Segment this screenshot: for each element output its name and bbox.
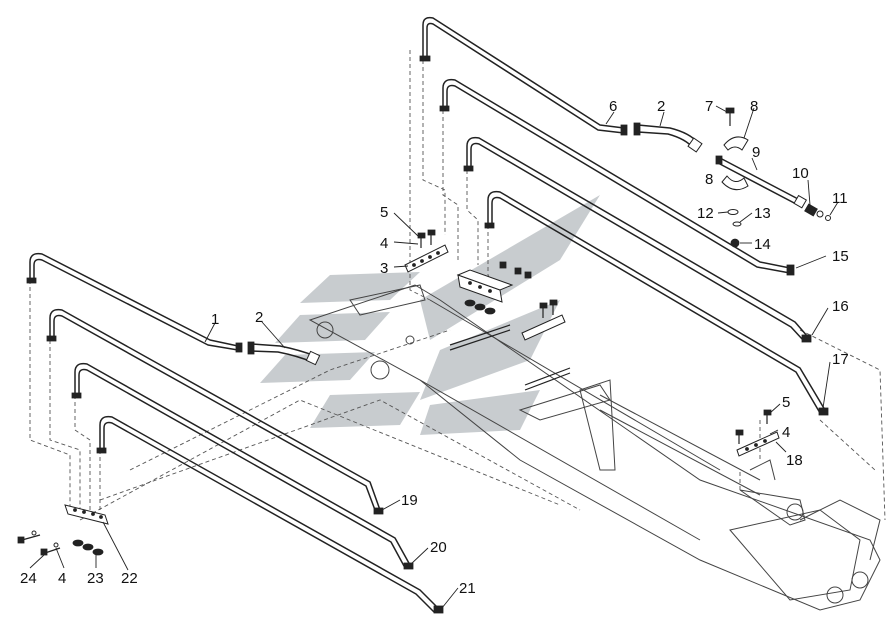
bolts-5-right (735, 409, 772, 444)
callout-19: 19 (401, 492, 418, 509)
washers-23 (72, 539, 104, 556)
callout-18: 18 (786, 452, 803, 469)
pipe-6 (419, 16, 628, 136)
pipe-20 (71, 362, 414, 570)
oring-11 (825, 215, 831, 221)
callout-2-upper: 2 (657, 98, 665, 115)
pipe-2-lower (247, 341, 321, 366)
bolts-24 (17, 530, 61, 556)
callout-8-lower: 8 (705, 171, 713, 188)
clamp-8-lower (721, 175, 749, 191)
callout-4-center: 4 (380, 235, 388, 252)
washer-12 (727, 209, 739, 215)
callout-21: 21 (459, 580, 476, 597)
callout-5-right: 5 (782, 394, 790, 411)
callout-23: 23 (87, 570, 104, 587)
center-block (456, 261, 532, 315)
callout-10: 10 (792, 165, 809, 182)
leader-lines (29, 105, 839, 609)
bolts-5-center (417, 229, 436, 248)
bracket-3 (404, 244, 449, 273)
clamp-8-upper (723, 136, 749, 151)
nut-14 (730, 238, 740, 248)
callout-3: 3 (380, 260, 388, 277)
pipe-21 (96, 415, 444, 614)
bracket-22 (64, 504, 109, 525)
washer-13 (732, 221, 742, 227)
callout-6: 6 (609, 98, 617, 115)
pipe-2-upper (633, 122, 703, 153)
callout-16: 16 (832, 298, 849, 315)
alignment-lines (29, 50, 886, 521)
callout-9: 9 (752, 144, 760, 161)
bolt-7 (725, 107, 735, 126)
callout-4-lower: 4 (58, 570, 66, 587)
bracket-18 (736, 431, 780, 457)
callout-7: 7 (705, 98, 713, 115)
pipe-19 (46, 308, 384, 515)
callout-12: 12 (697, 205, 714, 222)
clip-strips (449, 324, 571, 391)
callout-14: 14 (754, 236, 771, 253)
callout-5-center: 5 (380, 204, 388, 221)
pipe-1 (26, 252, 243, 353)
watermark-logo (260, 195, 600, 435)
callout-8-upper: 8 (750, 98, 758, 115)
center-bracket-right (521, 299, 566, 341)
callout-15: 15 (832, 248, 849, 265)
callout-4-right: 4 (782, 424, 790, 441)
callout-2-lower: 2 (255, 309, 263, 326)
callout-labels: 1 2 2 3 4 4 4 5 5 6 7 8 8 9 10 11 12 13 … (20, 98, 849, 597)
boom-structure (308, 284, 881, 611)
callout-13: 13 (754, 205, 771, 222)
callout-1: 1 (211, 311, 219, 328)
tube-9 (715, 155, 808, 209)
callout-22: 22 (121, 570, 138, 587)
fitting-10 (804, 203, 824, 218)
pipe-16 (463, 136, 812, 343)
callout-11: 11 (832, 190, 848, 207)
callout-17: 17 (832, 351, 849, 368)
pipe-15 (439, 78, 795, 276)
callout-24: 24 (20, 570, 37, 587)
pipe-17 (484, 190, 829, 416)
callout-20: 20 (430, 539, 447, 556)
